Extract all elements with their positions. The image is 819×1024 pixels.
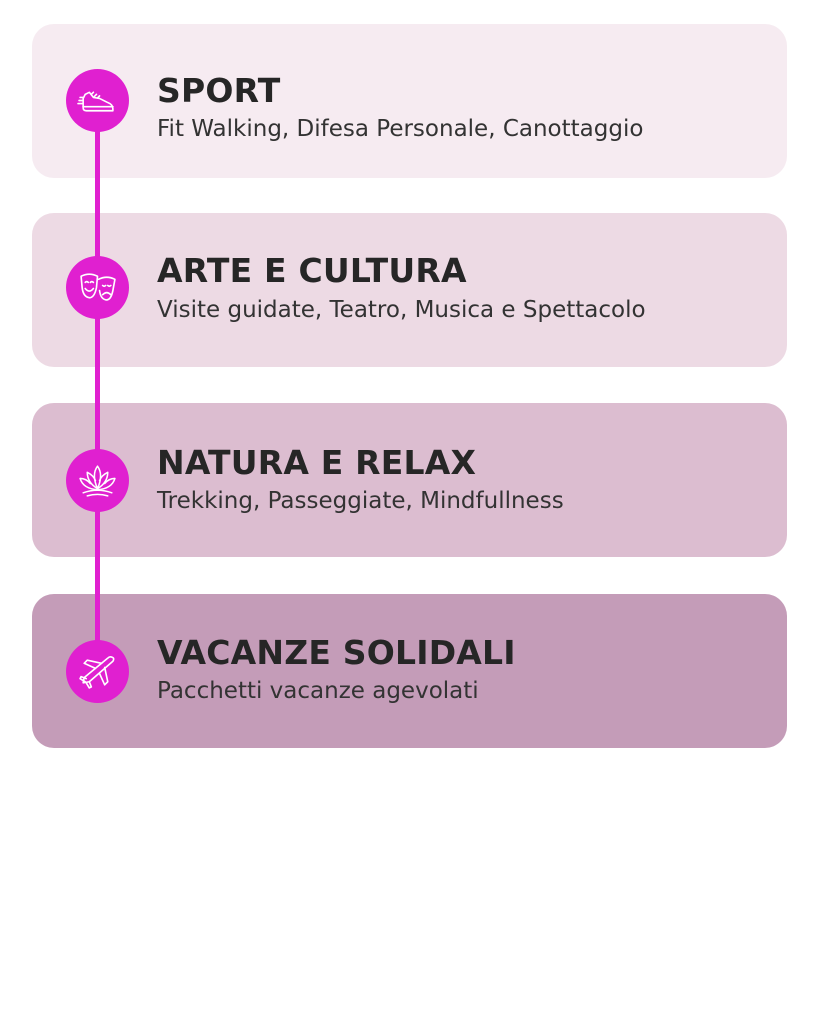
timeline-connector	[95, 100, 100, 672]
item-subtitle-sport: Fit Walking, Difesa Personale, Canottagg…	[157, 116, 644, 142]
item-title-sport: SPORT	[157, 71, 281, 110]
timeline-node-natura-e-relax	[66, 449, 129, 512]
card-natura-e-relax	[32, 403, 787, 557]
card-arte-e-cultura	[32, 213, 787, 367]
timeline-node-arte-e-cultura	[66, 256, 129, 319]
timeline-node-sport	[66, 69, 129, 132]
item-subtitle-vacanze-solidali: Pacchetti vacanze agevolati	[157, 678, 479, 704]
item-subtitle-arte-e-cultura: Visite guidate, Teatro, Musica e Spettac…	[157, 297, 646, 323]
item-title-natura-e-relax: NATURA E RELAX	[157, 443, 477, 482]
item-title-arte-e-cultura: ARTE E CULTURA	[157, 251, 467, 290]
timeline-node-vacanze-solidali	[66, 640, 129, 703]
card-sport	[32, 24, 787, 178]
running-shoe-icon	[77, 91, 114, 112]
item-title-vacanze-solidali: VACANZE SOLIDALI	[157, 633, 516, 672]
item-subtitle-natura-e-relax: Trekking, Passeggiate, Mindfullness	[157, 488, 564, 514]
airplane-icon	[79, 655, 115, 689]
lotus-icon	[79, 465, 116, 497]
card-vacanze-solidali	[32, 594, 787, 748]
theater-masks-icon	[80, 273, 116, 301]
